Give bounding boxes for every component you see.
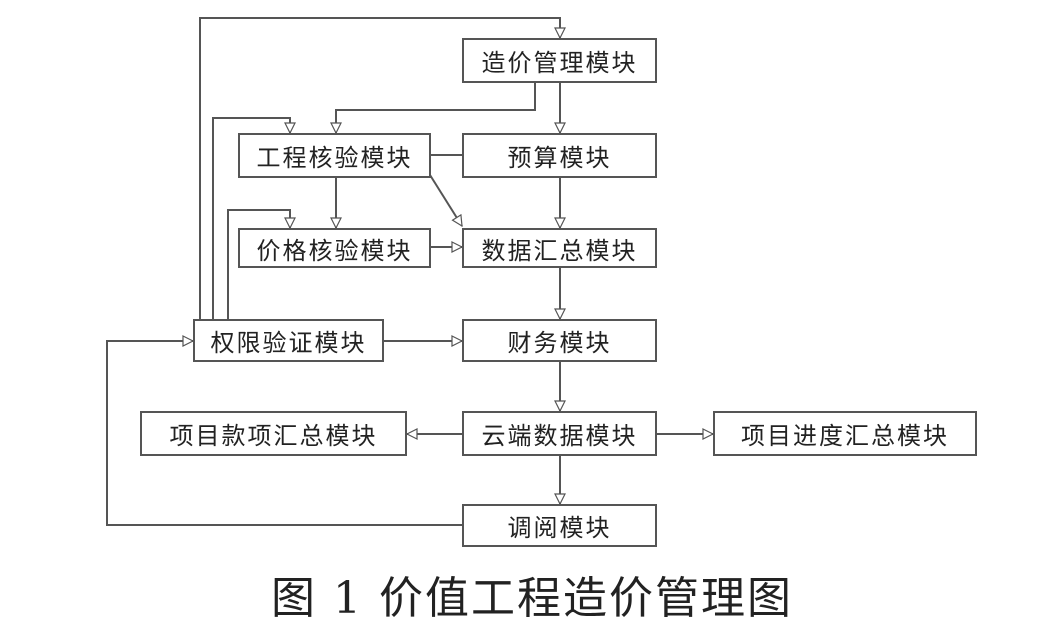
project-payment-summary-module: 项目款项汇总模块 xyxy=(140,411,407,456)
finance-module: 财务模块 xyxy=(462,319,657,362)
edge-permission-to-price xyxy=(227,209,290,319)
project-progress-summary-module: 项目进度汇总模块 xyxy=(713,411,977,456)
data-summary-module: 数据汇总模块 xyxy=(462,228,657,268)
edge-review-to-permission xyxy=(106,341,462,526)
figure-caption: 图 1 价值工程造价管理图 xyxy=(271,573,793,624)
edge-engineering-to-summary xyxy=(429,174,463,226)
engineering-verification-module: 工程核验模块 xyxy=(238,133,431,178)
cloud-data-module: 云端数据模块 xyxy=(462,411,657,456)
edge-permission-to-engineering xyxy=(212,117,290,319)
edge-permission-to-cost xyxy=(199,17,560,319)
edge-cost-to-engineering xyxy=(336,83,536,133)
cost-management-module: 造价管理模块 xyxy=(462,38,657,83)
permission-verification-module: 权限验证模块 xyxy=(193,319,384,362)
budget-module: 预算模块 xyxy=(462,133,657,178)
review-module: 调阅模块 xyxy=(462,504,657,547)
price-verification-module: 价格核验模块 xyxy=(238,228,431,268)
